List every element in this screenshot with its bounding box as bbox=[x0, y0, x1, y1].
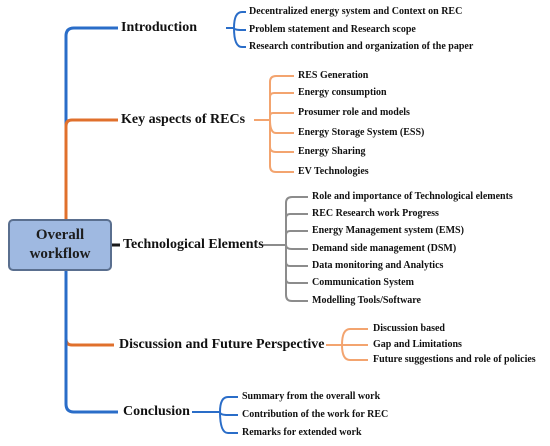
discussion-item: Discussion based bbox=[373, 323, 445, 334]
tech-item: Data monitoring and Analytics bbox=[312, 260, 444, 271]
intro-item: Research contribution and organization o… bbox=[249, 41, 474, 52]
conclusion-item: Contribution of the work for REC bbox=[242, 409, 389, 420]
discussion-branches bbox=[326, 328, 368, 361]
tech-item: Communication System bbox=[312, 277, 414, 288]
root-label-line2: workflow bbox=[29, 246, 91, 262]
tech-item: Demand side management (DSM) bbox=[312, 243, 457, 254]
tech-branches bbox=[263, 196, 308, 302]
conclusion-branches bbox=[192, 396, 238, 434]
spine-mid-lower bbox=[64, 271, 114, 347]
tech-item: Energy Management system (EMS) bbox=[312, 225, 464, 236]
tech-item: REC Research work Progress bbox=[312, 208, 439, 219]
intro-item: Problem statement and Research scope bbox=[249, 24, 416, 35]
rec-item: Prosumer role and models bbox=[298, 107, 410, 118]
spine-upper bbox=[64, 26, 118, 219]
discussion-item: Future suggestions and role of policies bbox=[373, 354, 536, 365]
rec-branches bbox=[254, 75, 294, 173]
section-discussion: Discussion and Future Perspective bbox=[119, 337, 325, 352]
section-conclusion: Conclusion bbox=[123, 404, 190, 419]
section-key-aspects: Key aspects of RECs bbox=[121, 112, 246, 127]
intro-branches bbox=[226, 11, 246, 48]
root-label-line1: Overall bbox=[35, 227, 85, 243]
rec-item: EV Technologies bbox=[298, 166, 369, 177]
conclusion-item: Remarks for extended work bbox=[242, 427, 362, 438]
discussion-item: Gap and Limitations bbox=[373, 339, 462, 350]
section-technological-elements: Technological Elements bbox=[123, 237, 264, 252]
rec-item: Energy Sharing bbox=[298, 146, 366, 157]
root-node: Overall workflow bbox=[8, 219, 112, 271]
tech-item: Modelling Tools/Software bbox=[312, 295, 421, 306]
tech-item: Role and importance of Technological ele… bbox=[312, 191, 513, 202]
spine-mid-upper bbox=[64, 118, 118, 219]
spine-lower bbox=[64, 271, 118, 414]
conclusion-item: Summary from the overall work bbox=[242, 391, 381, 402]
rec-item: Energy Storage System (ESS) bbox=[298, 127, 425, 138]
section-introduction: Introduction bbox=[121, 20, 197, 35]
intro-item: Decentralized energy system and Context … bbox=[249, 6, 463, 17]
rec-item: RES Generation bbox=[298, 70, 369, 81]
rec-item: Energy consumption bbox=[298, 87, 387, 98]
